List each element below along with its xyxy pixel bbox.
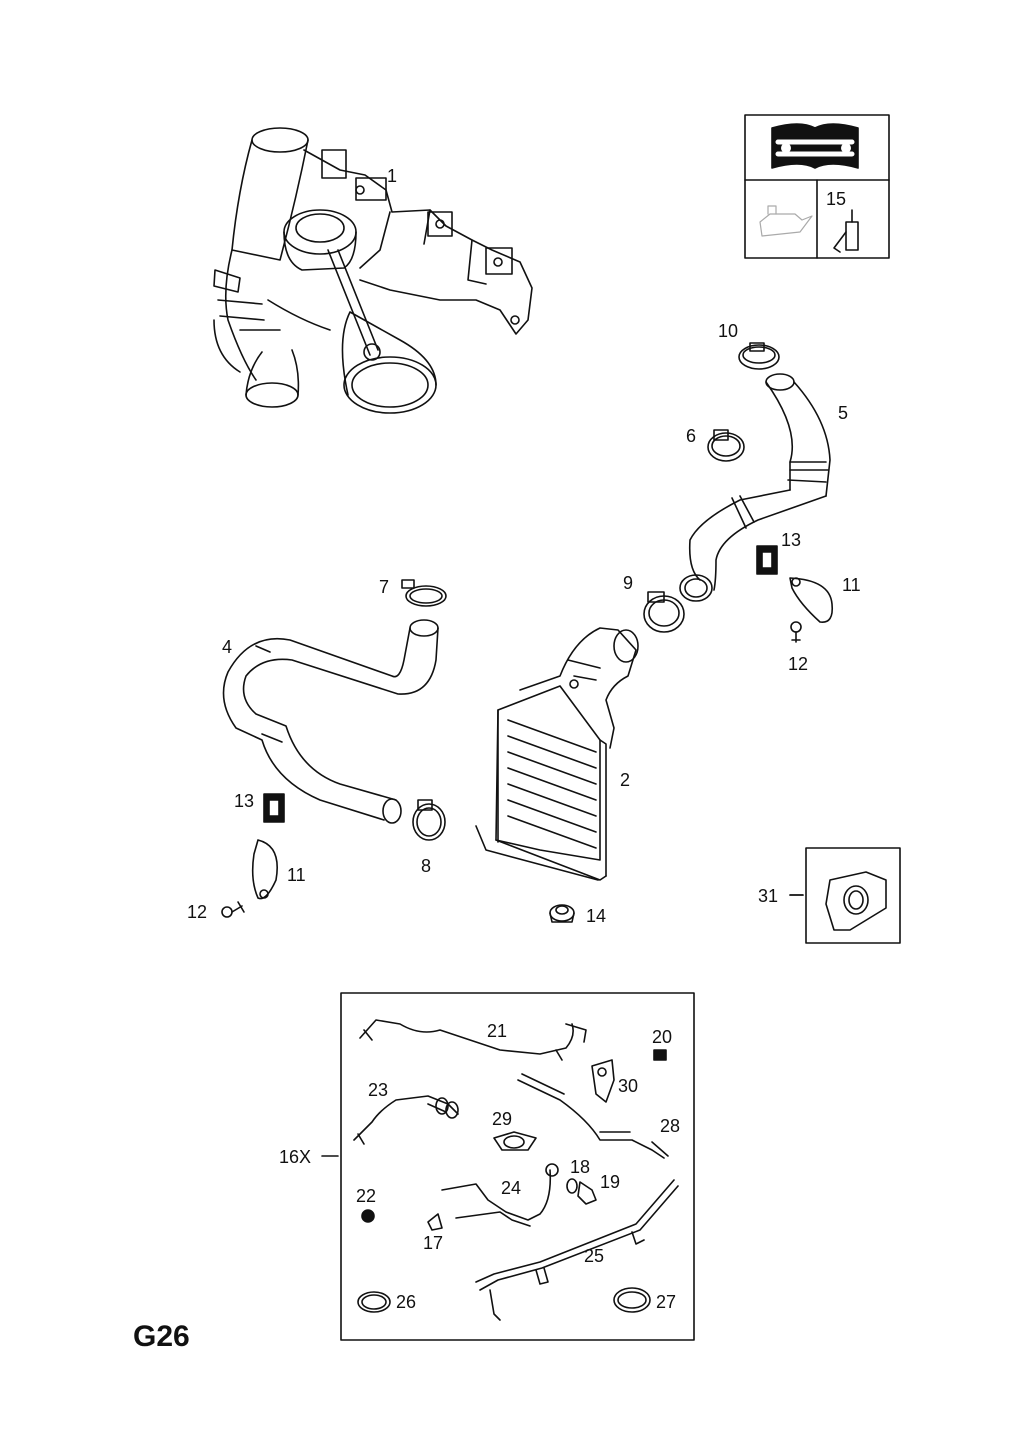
kit-item-25: 25	[584, 1246, 605, 1266]
callout-hose-4: 4	[222, 637, 233, 657]
callout-clip-13-left: 13	[234, 791, 255, 811]
service-box-part-label: 15	[826, 189, 847, 209]
charge-air-hose-5	[679, 373, 831, 602]
kit-item-18: 18	[570, 1157, 591, 1177]
callout-intercooler: 2	[620, 770, 631, 790]
kit-item-24: 24	[501, 1178, 522, 1198]
turbocharger-assembly	[213, 127, 533, 414]
kit-16x-box	[321, 992, 695, 1341]
kit-item-20: 20	[652, 1027, 673, 1047]
repair-manual-icon	[771, 123, 859, 169]
kit-item-17: 17	[423, 1233, 444, 1253]
grommet-14	[549, 904, 575, 923]
clamp-10	[738, 342, 780, 370]
page-code: G26	[133, 1320, 190, 1353]
bolt-12-left	[221, 901, 245, 918]
callout-clamp-9: 9	[623, 573, 634, 593]
bracket-11-right	[789, 577, 834, 623]
callout-clamp-8: 8	[421, 856, 432, 876]
kit-item-21: 21	[487, 1021, 508, 1041]
kit-item-19: 19	[600, 1172, 621, 1192]
clamp-8	[412, 799, 446, 841]
callout-bracket-11-left: 11	[287, 865, 306, 885]
bolt-12-right	[790, 621, 802, 643]
kit-item-22: 22	[356, 1186, 377, 1206]
kit-item-29: 29	[492, 1109, 513, 1129]
clip-13-right	[756, 545, 778, 575]
callout-bolt-12-left: 12	[187, 902, 208, 922]
gasket-31-box	[789, 847, 901, 944]
clamp-6	[707, 429, 745, 462]
callout-turbocharger: 1	[387, 166, 398, 186]
callout-grommet-14: 14	[586, 906, 607, 926]
kit-item-28: 28	[660, 1116, 681, 1136]
sealant-bottle-icon	[833, 209, 859, 253]
clamp-9	[643, 591, 685, 633]
callout-gasket-31: 31	[758, 886, 779, 906]
callout-clamp-10: 10	[718, 321, 739, 341]
clamp-7	[401, 579, 447, 607]
service-info-box	[744, 114, 890, 259]
kit-item-27: 27	[656, 1292, 677, 1312]
intercooler	[475, 627, 639, 881]
kit-item-23: 23	[368, 1080, 389, 1100]
kit-item-30: 30	[618, 1076, 639, 1096]
callout-hose-5: 5	[838, 403, 849, 423]
callout-clip-13-right: 13	[781, 530, 802, 550]
oil-can-icon	[759, 205, 813, 237]
clip-13-left	[263, 793, 285, 823]
callout-bolt-12-right: 12	[788, 654, 809, 674]
charge-air-hose-4	[222, 619, 439, 824]
bracket-11-left	[251, 839, 278, 900]
callout-bracket-11-right: 11	[842, 575, 861, 595]
kit-item-26: 26	[396, 1292, 417, 1312]
callout-clamp-6: 6	[686, 426, 697, 446]
kit-label-16x: 16X	[279, 1147, 312, 1167]
callout-clamp-7: 7	[379, 577, 390, 597]
